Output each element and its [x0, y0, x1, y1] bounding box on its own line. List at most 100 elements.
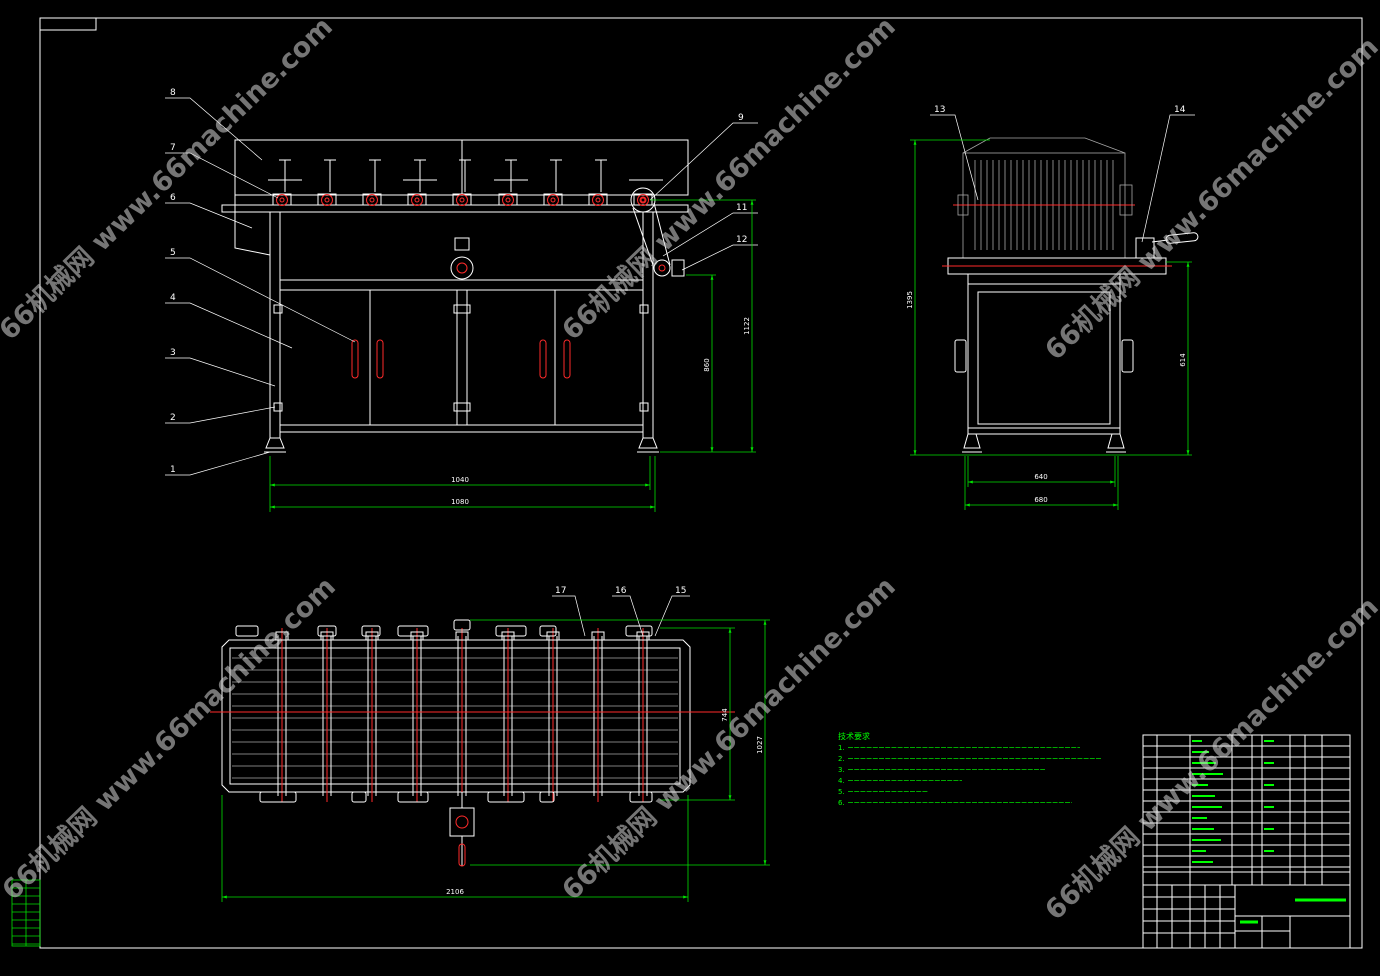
edge-handle-top [235, 625, 259, 637]
leader-14 [1141, 114, 1195, 243]
gear-hub [640, 197, 646, 203]
gear-housing [543, 193, 563, 206]
door-handle [376, 339, 384, 379]
drive-pulley-hub [639, 196, 647, 204]
door-handle [563, 339, 571, 379]
leader-4 [165, 302, 293, 349]
gear-wheel [276, 194, 288, 206]
leader-9 [649, 122, 758, 201]
part-label-12: 12 [736, 235, 747, 245]
hood-roof [962, 137, 1126, 154]
margin-revision-stack [11, 879, 41, 947]
leader-16 [612, 595, 644, 637]
dim-text-top-depth: 1027 [756, 736, 764, 754]
lever-box [1135, 237, 1155, 259]
motor-box [671, 259, 685, 277]
gear-hub [414, 197, 420, 203]
leveling-foot-left [265, 437, 285, 449]
front-part-labels: 8 7 6 5 4 3 2 1 9 11 12 [165, 88, 758, 476]
leader-11 [662, 212, 758, 257]
leader-7 [165, 152, 279, 199]
hinge-block [453, 304, 471, 314]
watermark-text: 66机械网 www.66machine.com [556, 11, 901, 346]
work-plate [221, 204, 689, 213]
edge-handle-top [397, 625, 429, 637]
note-number: 6. [838, 799, 845, 807]
watermark-text: 66机械网 www.66machine.com [1039, 31, 1380, 366]
gear-wheel [547, 194, 559, 206]
hinge-block [639, 304, 649, 314]
side-view: 13 14 1395 614 640 680 [906, 105, 1199, 510]
note-number: 5. [838, 788, 845, 796]
side-handle-right [1121, 339, 1134, 373]
dim-text-side-width-inner: 640 [1034, 473, 1047, 481]
crank-grip [458, 843, 466, 867]
edge-handle-bottom [351, 791, 367, 803]
driven-pulley [653, 259, 671, 277]
gear-housing [362, 193, 382, 206]
dim-text-height-lower: 860 [703, 358, 711, 371]
dim-text-side-width-outer: 680 [1034, 496, 1047, 504]
part-label-16: 16 [615, 586, 627, 596]
edge-handle-top [453, 619, 471, 631]
top-inner-frame [229, 647, 681, 785]
dim-text-height-total: 1122 [743, 317, 751, 335]
edge-handle-top [317, 625, 337, 637]
dim-text-top-length: 2106 [446, 888, 464, 896]
drive-belt [632, 207, 655, 269]
front-dimensions: 1040 1080 860 1122 [269, 199, 756, 512]
side-guard [234, 195, 271, 256]
gear-wheel [456, 194, 468, 206]
hinge-block [639, 402, 649, 412]
front-gear-row [268, 159, 663, 206]
roller-end-cap [275, 631, 289, 641]
title-block-frame [1142, 734, 1351, 949]
roller-end-cap [591, 631, 605, 641]
gear-wheel [502, 194, 514, 206]
watermarks: 66机械网 www.66machine.com 66机械网 www.66mach… [0, 11, 1380, 926]
gear-hub [595, 197, 601, 203]
side-handle-left [954, 339, 967, 373]
side-foot-left [963, 433, 981, 449]
leader-17 [552, 595, 586, 637]
dim-text-side-height-total: 1395 [906, 291, 914, 309]
edge-handle-top [625, 625, 653, 637]
hinge-block [453, 402, 471, 412]
top-edge-handles [235, 619, 653, 803]
roller-end-cap [455, 631, 469, 641]
dim-text-side-height-lower: 614 [1179, 353, 1187, 367]
gear-housing [498, 193, 518, 206]
edge-handle-top [539, 625, 557, 637]
corner-tag-box [39, 17, 97, 31]
lever-grip [1165, 232, 1199, 244]
leader-15 [654, 595, 690, 637]
gear-housing [588, 193, 608, 206]
gear-wheel [637, 194, 649, 206]
part-label-2: 2 [170, 413, 176, 423]
hinge-block [273, 304, 283, 314]
door-handle [539, 339, 547, 379]
notes-heading: 技术要求 [838, 731, 870, 741]
leader-8 [165, 97, 263, 161]
sheet-frame [11, 17, 1363, 949]
leader-3 [165, 357, 276, 387]
motor-outer [450, 256, 474, 280]
drive-belt [653, 202, 671, 266]
part-label-4: 4 [170, 293, 176, 303]
leader-1 [165, 451, 271, 476]
part-label-9: 9 [738, 113, 744, 123]
note-number: 2. [838, 755, 845, 763]
part-label-5: 5 [170, 248, 176, 258]
part-label-6: 6 [170, 193, 176, 203]
watermark-text: 66机械网 www.66machine.com [0, 571, 342, 906]
edge-handle-bottom [539, 791, 555, 803]
crank-hub [455, 815, 469, 829]
side-foot-right [1107, 433, 1125, 449]
leader-2 [165, 406, 276, 424]
gear-hub [324, 197, 330, 203]
lever-arm [1151, 239, 1169, 243]
part-label-1: 1 [170, 465, 176, 475]
bearing-left [957, 194, 969, 216]
edge-handle-bottom [259, 791, 297, 803]
